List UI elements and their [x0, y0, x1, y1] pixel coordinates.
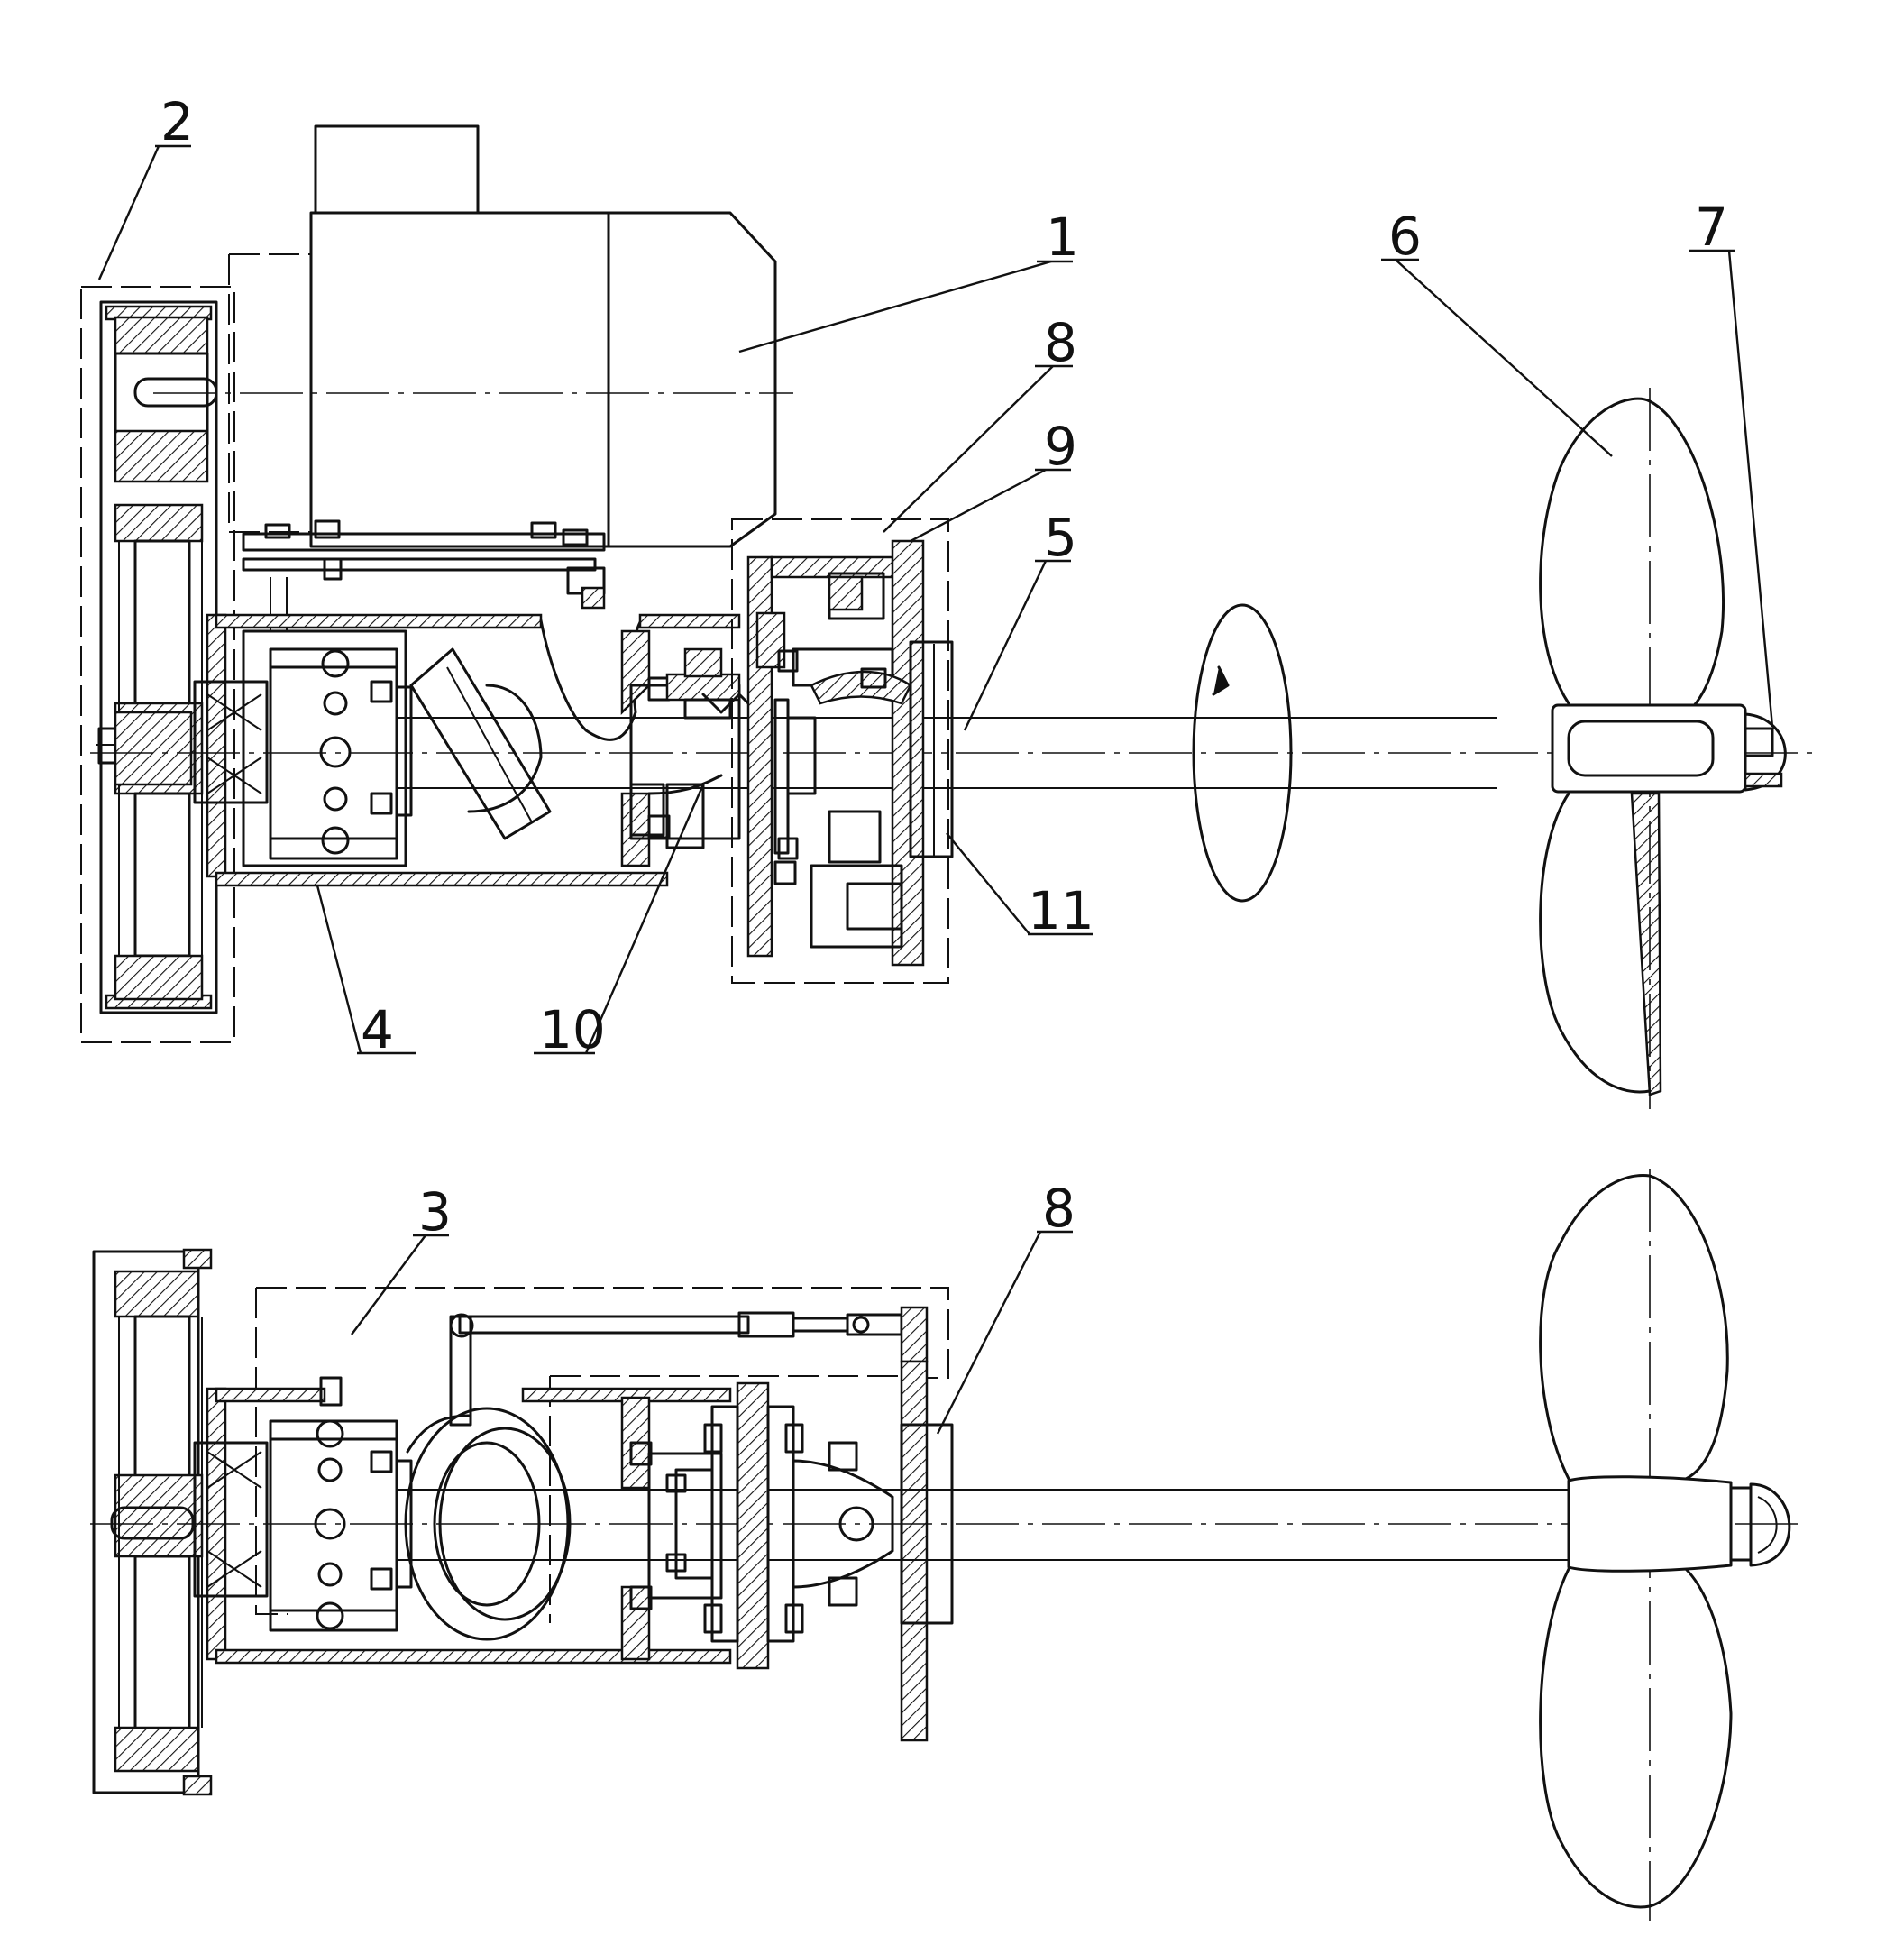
label-6: 6: [1388, 206, 1422, 267]
rotation-arrow-icon: [1192, 603, 1293, 903]
label-2: 2: [160, 91, 194, 152]
small-pulley: [114, 316, 218, 483]
side-section-view: 2 1 8 9 5 6 7 11 4 10: [80, 91, 1812, 1109]
left-bearing: [114, 680, 269, 804]
housing-plan-outline: [255, 1287, 949, 1615]
label-5: 5: [1044, 507, 1077, 568]
label-11: 11: [1028, 880, 1094, 941]
drive-frame: [746, 539, 954, 967]
seal-assembly: [665, 647, 759, 720]
coupling-block: [269, 647, 413, 860]
frame-outline: [731, 518, 949, 984]
label-7: 7: [1695, 197, 1728, 258]
motor: [153, 124, 793, 631]
label-3: 3: [418, 1181, 452, 1243]
tube-housing: [206, 613, 741, 887]
label-4: 4: [361, 999, 394, 1060]
bevel-gear: [409, 647, 552, 840]
plan-view: 3 8: [90, 1169, 1803, 1921]
label-10: 10: [539, 999, 606, 1060]
propeller-top: [1539, 388, 1787, 1109]
label-8-bottom: 8: [1042, 1178, 1076, 1239]
pulley-cover-outline: [80, 286, 235, 1043]
label-1: 1: [1046, 206, 1079, 268]
propeller-bottom: [1539, 1169, 1791, 1921]
label-9: 9: [1044, 416, 1077, 477]
label-8-top: 8: [1044, 312, 1077, 373]
